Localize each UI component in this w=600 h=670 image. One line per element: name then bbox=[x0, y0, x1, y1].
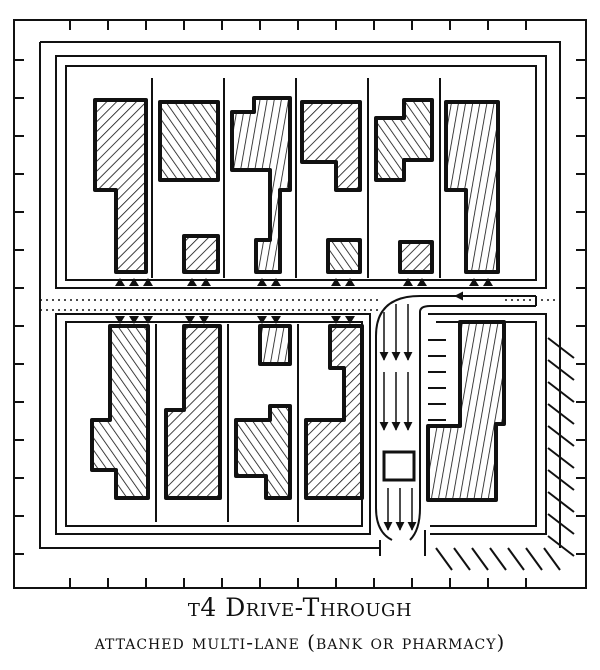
drive-through-kiosk bbox=[382, 450, 416, 482]
entry-marker bbox=[403, 278, 413, 286]
building-s4 bbox=[304, 324, 364, 500]
parking-stripe bbox=[547, 337, 575, 359]
entry-marker bbox=[257, 316, 267, 324]
parking-stripe bbox=[453, 547, 471, 571]
street-edge bbox=[13, 19, 587, 589]
parking-stripe bbox=[547, 469, 575, 491]
parking-stripe bbox=[547, 535, 575, 557]
entry-marker bbox=[129, 278, 139, 286]
north-entry-markers bbox=[115, 278, 493, 286]
building-n2b bbox=[182, 234, 220, 274]
parking-stripe bbox=[547, 491, 575, 513]
lot-stripes bbox=[428, 339, 446, 421]
entry-marker bbox=[143, 278, 153, 286]
parking-stripe bbox=[543, 547, 561, 571]
parking-stripe bbox=[547, 425, 575, 447]
parking-stripe bbox=[525, 547, 543, 571]
parking-stripe bbox=[547, 403, 575, 425]
south-parking bbox=[435, 547, 561, 571]
entry-marker bbox=[483, 278, 493, 286]
entry-marker bbox=[469, 278, 479, 286]
building-n1 bbox=[93, 98, 148, 274]
entry-marker bbox=[187, 278, 197, 286]
parking-stripe bbox=[547, 513, 575, 535]
diagram-subtitle: attached multi-lane (bank or pharmacy) bbox=[94, 630, 506, 654]
building-n5 bbox=[374, 98, 434, 182]
parking-stripe bbox=[471, 547, 489, 571]
entry-marker bbox=[199, 316, 209, 324]
parking-stripe bbox=[435, 547, 453, 571]
building-n2a bbox=[158, 100, 220, 182]
entry-marker bbox=[345, 278, 355, 286]
entry-marker bbox=[201, 278, 211, 286]
entry-marker bbox=[331, 278, 341, 286]
entry-marker bbox=[115, 316, 125, 324]
building-n4 bbox=[300, 100, 362, 192]
diagram-title: t4 Drive-Through bbox=[187, 593, 413, 622]
curb-ticks bbox=[14, 20, 586, 588]
alley bbox=[40, 299, 560, 311]
pharmacy-building bbox=[426, 320, 506, 502]
entry-marker bbox=[331, 316, 341, 324]
parking-stripe bbox=[507, 547, 525, 571]
entry-marker bbox=[143, 316, 153, 324]
parking-stripe bbox=[547, 359, 575, 381]
lane-arrows bbox=[379, 291, 520, 531]
building-s1 bbox=[90, 324, 150, 500]
building-s3a bbox=[258, 324, 292, 366]
building-n5b bbox=[398, 240, 434, 274]
building-s2 bbox=[164, 324, 222, 500]
north-block bbox=[55, 55, 547, 289]
entry-marker bbox=[115, 278, 125, 286]
entry-marker bbox=[271, 316, 281, 324]
entry-marker bbox=[185, 316, 195, 324]
diagonal-parking bbox=[547, 337, 575, 557]
south-block bbox=[55, 313, 547, 535]
south-buildings bbox=[90, 320, 506, 502]
building-n4b bbox=[326, 238, 362, 274]
south-entry-markers bbox=[115, 316, 355, 324]
north-buildings bbox=[93, 96, 500, 274]
building-n6 bbox=[444, 100, 500, 274]
entry-marker bbox=[257, 278, 267, 286]
building-s3b bbox=[234, 404, 292, 500]
entry-marker bbox=[417, 278, 427, 286]
site-plan bbox=[13, 19, 587, 589]
parking-stripe bbox=[489, 547, 507, 571]
parking-stripe bbox=[547, 447, 575, 469]
building-n3 bbox=[230, 96, 292, 274]
parking-stripe bbox=[547, 381, 575, 403]
entry-marker bbox=[345, 316, 355, 324]
entry-marker bbox=[129, 316, 139, 324]
drive-through-lanes bbox=[375, 295, 537, 556]
entry-marker bbox=[271, 278, 281, 286]
